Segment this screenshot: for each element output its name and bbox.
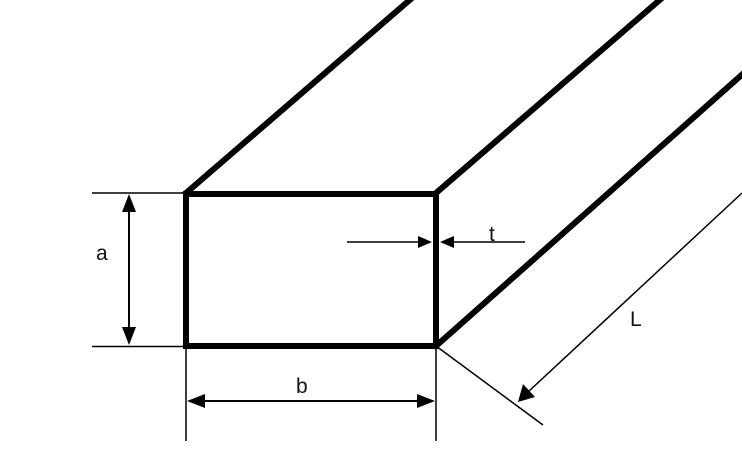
label-L: L <box>630 308 642 331</box>
dimension-t <box>347 236 525 248</box>
extension-line-L <box>435 345 544 426</box>
profile-body <box>181 0 742 351</box>
arrow-left-icon <box>187 394 205 408</box>
top-left-edge <box>181 0 415 198</box>
arrow-left-icon <box>440 236 454 248</box>
label-a: a <box>96 242 108 265</box>
dimension-b <box>185 346 437 441</box>
arrow-down-left-icon <box>518 384 535 402</box>
dimension-L <box>435 192 742 426</box>
arrow-down-icon <box>122 327 136 345</box>
label-t: t <box>489 223 495 246</box>
cross-section-rectangle <box>183 191 439 349</box>
dimension-line-L <box>527 192 742 393</box>
arrow-up-icon <box>122 194 136 212</box>
bottom-right-edge <box>431 70 742 351</box>
arrow-right-icon <box>418 236 432 248</box>
top-right-edge <box>431 0 665 198</box>
dimension-a <box>92 192 186 348</box>
arrow-right-icon <box>417 394 435 408</box>
label-b: b <box>296 375 308 398</box>
